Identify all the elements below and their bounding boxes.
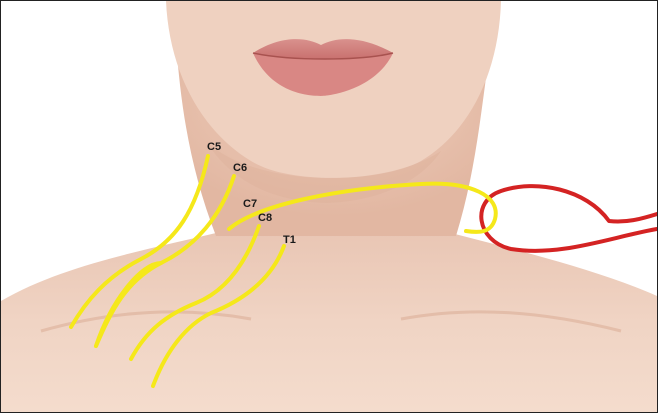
- label-t1: T1: [283, 234, 296, 246]
- label-c8: C8: [258, 212, 272, 224]
- vessel-loop: [481, 186, 657, 251]
- shoulders-skin: [1, 233, 657, 412]
- label-c7: C7: [243, 198, 257, 210]
- label-c5: C5: [207, 141, 221, 153]
- label-c6: C6: [233, 162, 247, 174]
